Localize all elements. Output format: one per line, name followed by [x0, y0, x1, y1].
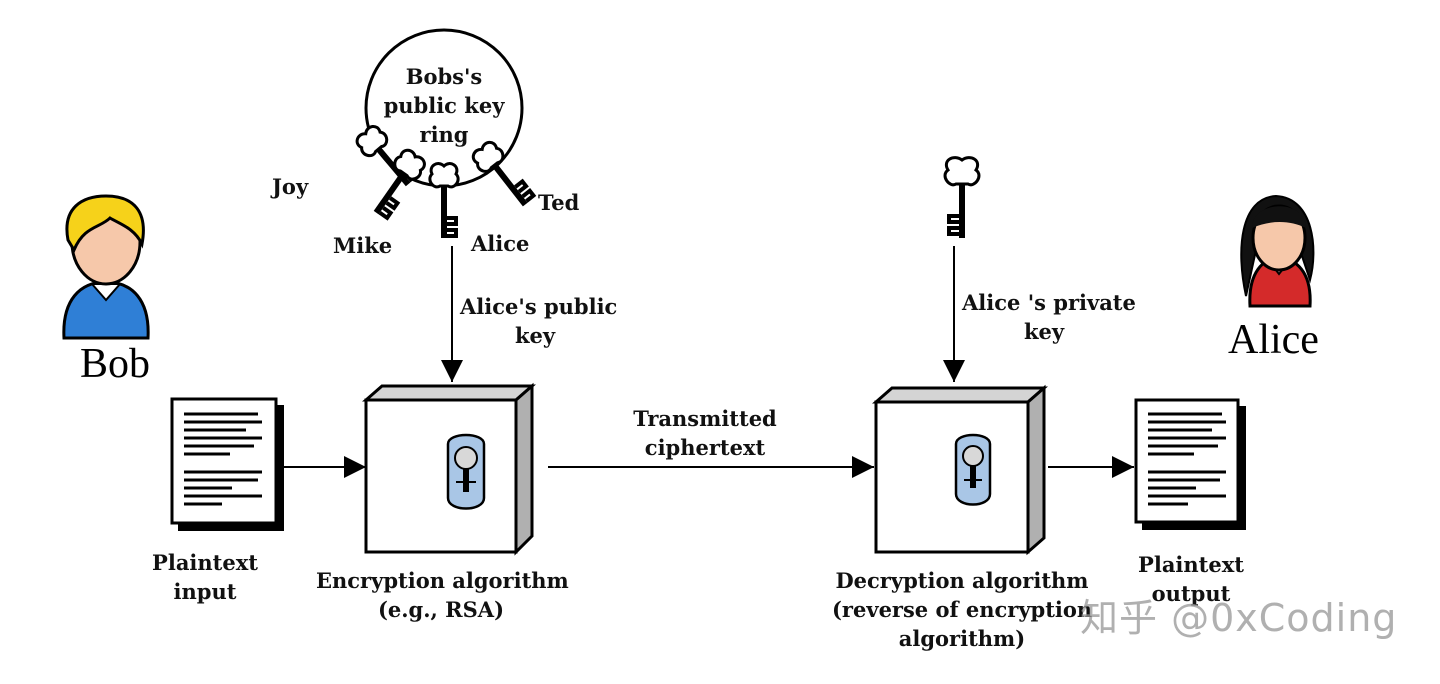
- plaintext-input-line-1: Plaintext: [152, 550, 258, 575]
- alice-person-icon: [1240, 194, 1315, 308]
- plaintext-input-label: Plaintext input: [150, 548, 260, 606]
- watermark: 知乎 @0xCoding: [1080, 596, 1398, 640]
- key-ring-title-line-1: Bobs's: [405, 64, 483, 89]
- transmitted-ciphertext-label: Transmitted ciphertext: [630, 404, 780, 462]
- private-key-label: Alice 's private key: [962, 288, 1136, 346]
- plaintext-input-line-2: input: [173, 579, 237, 604]
- encryption-lock-icon: [446, 433, 486, 510]
- key-ring-title: Bobs's public key ring: [374, 62, 514, 149]
- private-key-label-line-1: Alice 's private: [962, 290, 1136, 315]
- key-alice-icon: [428, 162, 460, 238]
- key-ted-icon: [471, 140, 537, 207]
- key-ring-title-line-2: public key: [383, 93, 505, 118]
- public-key-label: Alice's public key: [460, 292, 618, 350]
- decryption-label: Decryption algorithm (reverse of encrypt…: [832, 566, 1092, 653]
- plaintext-output-label: Plaintext output: [1136, 550, 1246, 608]
- decryption-lock-icon: [954, 433, 992, 506]
- public-key-label-line-2: key: [514, 323, 556, 348]
- key-ring-title-line-3: ring: [419, 122, 469, 147]
- public-key-label-line-1: Alice's public: [460, 294, 618, 319]
- transmitted-ciphertext-line-2: ciphertext: [644, 435, 766, 460]
- key-mike-icon: [373, 148, 426, 221]
- key-label-joy: Joy: [272, 174, 309, 199]
- decryption-label-line-2: (reverse of encryption: [832, 597, 1093, 622]
- encryption-box: [362, 382, 536, 556]
- transmitted-ciphertext-line-1: Transmitted: [633, 406, 777, 431]
- decryption-box: [872, 384, 1048, 556]
- bob-name-label: Bob: [80, 341, 151, 387]
- key-label-mike: Mike: [333, 233, 393, 258]
- key-label-ted: Ted: [538, 190, 580, 215]
- decryption-label-line-3: algorithm): [898, 626, 1026, 651]
- plaintext-output-line-2: output: [1151, 581, 1231, 606]
- encryption-label-line-2: (e.g., RSA): [377, 597, 505, 622]
- private-key-label-line-2: key: [1023, 319, 1065, 344]
- alice-name-label: Alice: [1228, 317, 1319, 363]
- encryption-label: Encryption algorithm (e.g., RSA): [316, 566, 569, 624]
- plaintext-output-document: [1134, 398, 1246, 530]
- key-label-alice: Alice: [471, 231, 530, 256]
- private-key-icon: [943, 156, 981, 238]
- decryption-label-line-1: Decryption algorithm: [835, 568, 1089, 593]
- bob-person-icon: [62, 194, 150, 340]
- encryption-label-line-1: Encryption algorithm: [316, 568, 569, 593]
- plaintext-output-line-1: Plaintext: [1138, 552, 1244, 577]
- plaintext-input-document: [170, 397, 284, 531]
